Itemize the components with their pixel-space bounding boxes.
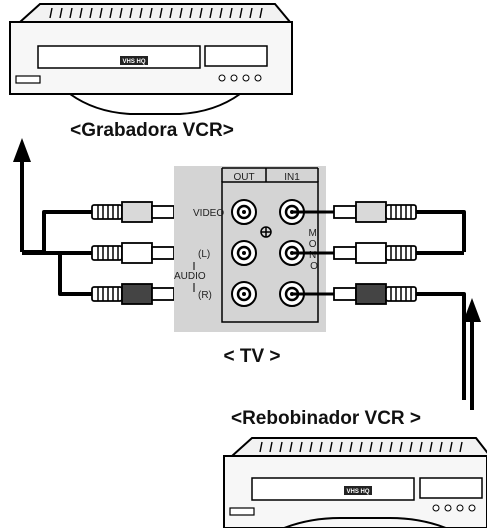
power-button bbox=[229, 507, 255, 516]
cassette-slot bbox=[251, 477, 415, 501]
front-button bbox=[230, 74, 238, 82]
front-button bbox=[254, 74, 262, 82]
front-button bbox=[218, 74, 226, 82]
display-window bbox=[419, 477, 483, 499]
vcr-player: VHS HQ bbox=[223, 437, 487, 528]
audio-label: AUDIO bbox=[174, 271, 206, 282]
out-audio-r-jack bbox=[231, 281, 257, 307]
vhs-logo-text: VHS HQ bbox=[122, 59, 145, 65]
vcr-recorder: VHS HQ bbox=[9, 3, 293, 115]
vhs-logo-text: VHS HQ bbox=[346, 489, 369, 495]
vent-grille bbox=[259, 441, 463, 453]
right-audio-r-plug bbox=[292, 283, 417, 305]
front-button bbox=[468, 504, 476, 512]
ground-icon bbox=[260, 226, 272, 238]
in1-label: IN1 bbox=[284, 172, 300, 183]
out-label: OUT bbox=[233, 172, 254, 183]
front-button bbox=[432, 504, 440, 512]
out-audio-l-jack bbox=[231, 240, 257, 266]
front-button bbox=[456, 504, 464, 512]
video-label: VIDEO bbox=[193, 208, 224, 219]
tv-label: < TV > bbox=[223, 346, 280, 367]
power-button bbox=[15, 75, 41, 84]
out-video-jack bbox=[231, 199, 257, 225]
signal-arrow-up bbox=[463, 298, 481, 410]
left-cable-wiring bbox=[22, 210, 92, 296]
right-cable-wiring bbox=[414, 210, 466, 400]
vent-grille bbox=[49, 7, 263, 19]
vcr-recorder-label: <Grabadora VCR> bbox=[70, 120, 234, 141]
signal-arrow-up bbox=[13, 138, 31, 252]
vhs-logo bbox=[344, 486, 372, 495]
vcr-player-label: <Rebobinador VCR > bbox=[231, 408, 421, 429]
audio-l-label: (L) bbox=[198, 249, 210, 260]
display-window bbox=[204, 45, 268, 67]
audio-r-label: (R) bbox=[198, 290, 212, 301]
front-button bbox=[444, 504, 452, 512]
vhs-logo bbox=[120, 56, 148, 65]
cassette-slot bbox=[37, 45, 201, 69]
right-audio-l-plug bbox=[292, 242, 417, 264]
mono-label: M O N O bbox=[308, 228, 319, 272]
tv-jack-panel: OUT IN1 bbox=[174, 166, 326, 332]
front-button bbox=[242, 74, 250, 82]
right-video-plug bbox=[292, 201, 417, 223]
